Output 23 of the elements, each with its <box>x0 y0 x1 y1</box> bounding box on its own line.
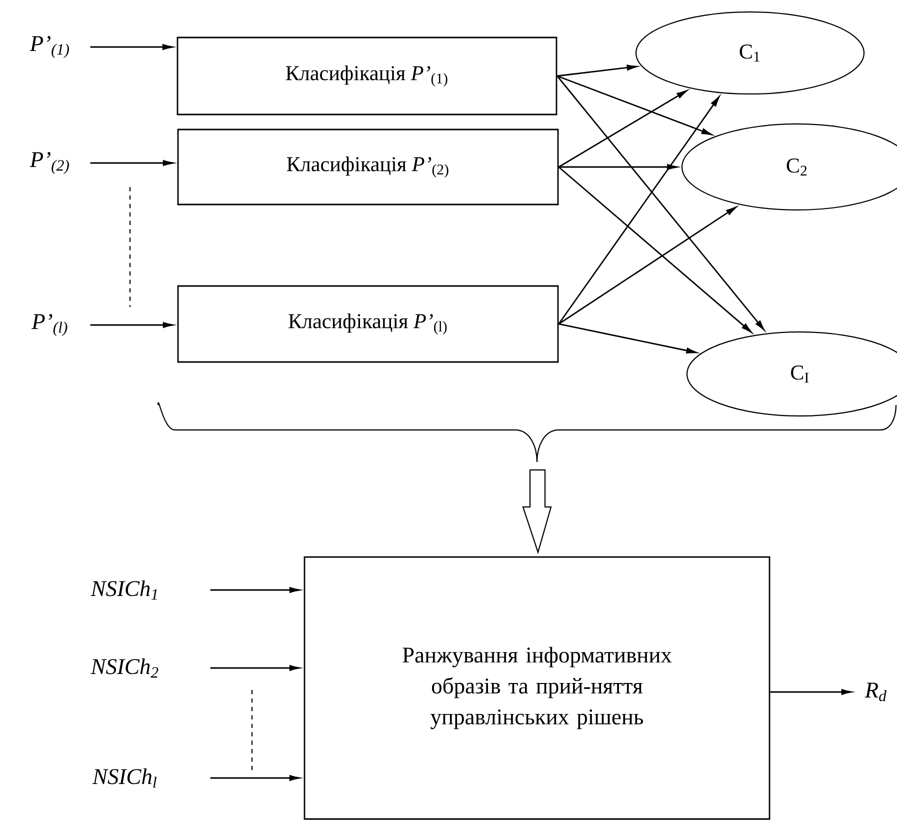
arrow <box>210 665 300 671</box>
signal-label: NSICh$_{1}$ <box>90 580 157 600</box>
signal-label: P’$_{(l)}$ <box>32 314 68 336</box>
process-box: Ранжування інформативних образів та прий-няття управлінських рішень <box>304 556 770 820</box>
signal-label: NSICh$_{l}$ <box>92 768 156 788</box>
process-box: Класифікація P’$_{(l)}$ <box>177 285 559 363</box>
signal-label: R$_{d}$ <box>864 682 886 702</box>
arrow <box>558 206 736 325</box>
arrow <box>558 164 678 170</box>
arrow <box>90 44 173 50</box>
arrow <box>90 160 174 166</box>
signal-label: P’$_{(1)}$ <box>30 36 69 58</box>
signal-label: NSICh$_{2}$ <box>90 658 158 678</box>
arrow <box>210 587 300 593</box>
arrow <box>210 775 300 781</box>
arrow <box>558 166 752 333</box>
arrow <box>770 689 852 695</box>
process-box: Класифікація P’$_{(1)}$ <box>176 36 558 116</box>
process-box: Класифікація P’$_{(2)}$ <box>177 128 559 206</box>
signal-label: P’$_{(2)}$ <box>30 152 69 174</box>
arrow <box>90 322 174 328</box>
arrow <box>557 64 638 77</box>
block-arrow <box>522 469 552 554</box>
